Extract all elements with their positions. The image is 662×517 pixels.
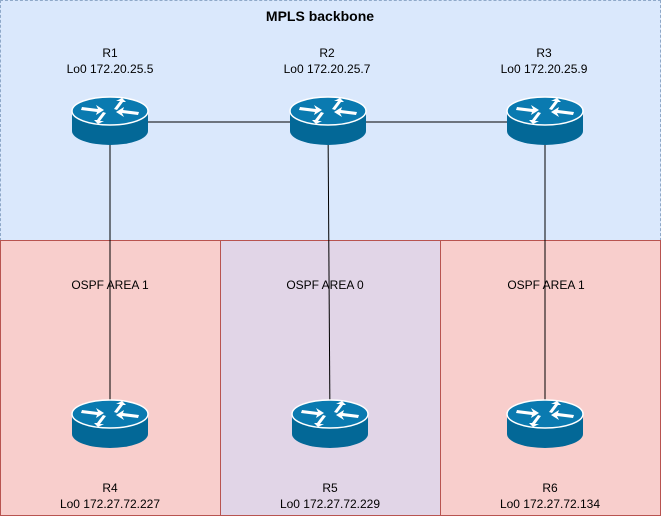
area-label-right: OSPF AREA 1	[507, 278, 585, 292]
r5-loopback: Lo0 172.27.72.229	[279, 497, 381, 511]
router-r2[interactable]	[288, 95, 368, 149]
r4-name: R4	[102, 481, 118, 495]
r2-name: R2	[319, 46, 335, 60]
backbone-title: MPLS backbone	[265, 8, 375, 24]
area-label-middle: OSPF AREA 0	[286, 278, 364, 292]
r2-loopback: Lo0 172.20.25.7	[283, 62, 371, 76]
r6-loopback: Lo0 172.27.72.134	[499, 497, 601, 511]
router-icon	[506, 399, 584, 448]
router-r5[interactable]	[290, 398, 370, 452]
r3-loopback: Lo0 172.20.25.9	[500, 62, 588, 76]
router-r6[interactable]	[505, 398, 585, 452]
r5-name: R5	[322, 481, 338, 495]
router-icon	[71, 96, 149, 145]
r6-name: R6	[542, 481, 558, 495]
r1-loopback: Lo0 172.20.25.5	[66, 62, 154, 76]
router-icon	[71, 399, 149, 448]
router-r3[interactable]	[505, 95, 585, 149]
r3-name: R3	[536, 46, 552, 60]
router-icon	[289, 96, 367, 145]
router-icon	[291, 399, 369, 448]
ospf-area-0-region	[220, 240, 441, 516]
r1-name: R1	[102, 46, 118, 60]
router-r4[interactable]	[70, 398, 150, 452]
router-icon	[506, 96, 584, 145]
router-r1[interactable]	[70, 95, 150, 149]
r4-loopback: Lo0 172.27.72.227	[59, 497, 161, 511]
link-r2-r5	[327, 121, 331, 425]
ospf-area-1-right-region	[440, 240, 661, 516]
